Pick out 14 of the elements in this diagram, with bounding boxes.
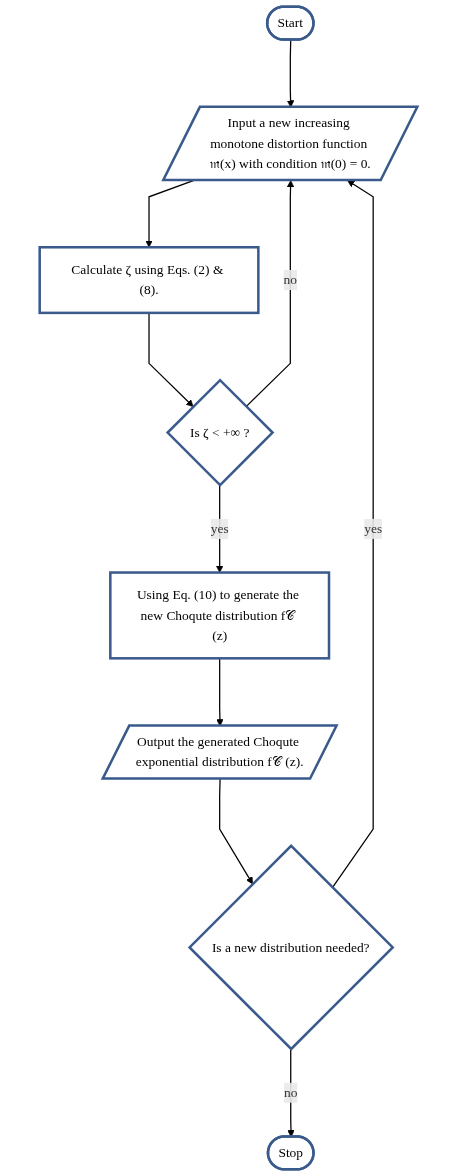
node-diamond: Is a new distribution needed? — [187, 844, 395, 1051]
node-diamond: Is ζ < +∞ ? — [165, 378, 275, 487]
arrow — [145, 179, 195, 248]
arrow — [219, 778, 253, 885]
edge-label: yes — [364, 521, 383, 536]
edge-label: yes — [210, 521, 229, 536]
arrow — [148, 312, 194, 407]
node-box: Calculate ζ using Eqs. (2) & (8). — [38, 246, 260, 315]
arrow — [215, 484, 224, 573]
arrow — [245, 180, 295, 408]
node-box: Using Eq. (10) to generate the new Choqute distribution f𝒞 (z) — [109, 571, 331, 660]
edge-label: no — [284, 1085, 298, 1100]
edge-label: no — [283, 272, 298, 287]
arrow — [331, 180, 374, 889]
